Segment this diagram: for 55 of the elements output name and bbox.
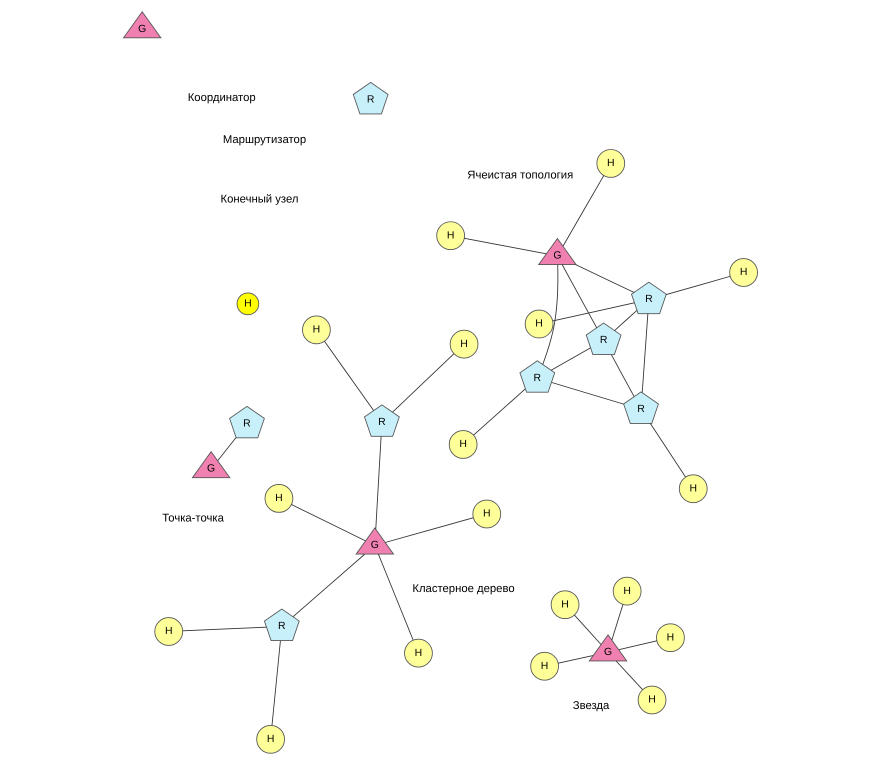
label: Ячеистая топология bbox=[467, 170, 574, 182]
connector bbox=[324, 341, 374, 411]
label: Точка-точка bbox=[162, 512, 224, 524]
connector bbox=[618, 640, 658, 650]
connector bbox=[291, 504, 366, 542]
node-circle: H bbox=[550, 590, 580, 620]
node-circle: H bbox=[524, 310, 554, 338]
connector bbox=[562, 264, 598, 328]
node-circle: H bbox=[596, 149, 626, 178]
connector bbox=[473, 388, 526, 436]
node-circle: H bbox=[236, 292, 260, 316]
connector bbox=[375, 436, 382, 530]
node-circle: H bbox=[256, 724, 285, 754]
connector bbox=[392, 353, 454, 412]
node-circle: H bbox=[638, 686, 666, 714]
connector bbox=[542, 264, 558, 365]
node-circle: H bbox=[448, 430, 478, 459]
connector bbox=[378, 554, 414, 640]
connector bbox=[464, 238, 547, 254]
connector bbox=[272, 640, 281, 726]
label: Кластерное дерево bbox=[412, 582, 515, 595]
connector bbox=[562, 175, 604, 246]
node-circle: H bbox=[472, 500, 502, 528]
legend-label: Конечный узел bbox=[220, 193, 298, 206]
connector bbox=[611, 604, 624, 640]
node-circle: H bbox=[154, 617, 184, 646]
node-circle: H bbox=[678, 474, 708, 504]
node-circle: H bbox=[450, 330, 478, 358]
connector bbox=[551, 382, 624, 405]
node-circle: H bbox=[264, 484, 294, 513]
connector bbox=[292, 554, 365, 618]
node-circle: H bbox=[656, 623, 685, 652]
connector bbox=[642, 313, 648, 394]
connector bbox=[614, 310, 638, 331]
label: Звезда bbox=[572, 700, 610, 712]
connector bbox=[610, 354, 634, 397]
connector bbox=[574, 614, 602, 645]
connector bbox=[552, 302, 635, 322]
connector bbox=[217, 437, 236, 462]
connector bbox=[650, 423, 686, 478]
connector bbox=[558, 655, 594, 664]
node-circle: H bbox=[612, 576, 642, 606]
node-circle: H bbox=[530, 652, 559, 681]
connector bbox=[666, 276, 730, 296]
connector bbox=[385, 517, 474, 543]
node-circle: H bbox=[729, 258, 758, 287]
node-circle: H bbox=[404, 638, 433, 668]
legend-label: Маршрутизатор bbox=[222, 134, 306, 146]
node-circle: H bbox=[302, 316, 331, 344]
connector bbox=[182, 626, 267, 632]
legend-label: Координатор bbox=[188, 92, 256, 104]
connector bbox=[550, 347, 591, 371]
connector bbox=[616, 660, 643, 690]
node-circle: H bbox=[436, 221, 465, 250]
connector bbox=[575, 264, 634, 293]
